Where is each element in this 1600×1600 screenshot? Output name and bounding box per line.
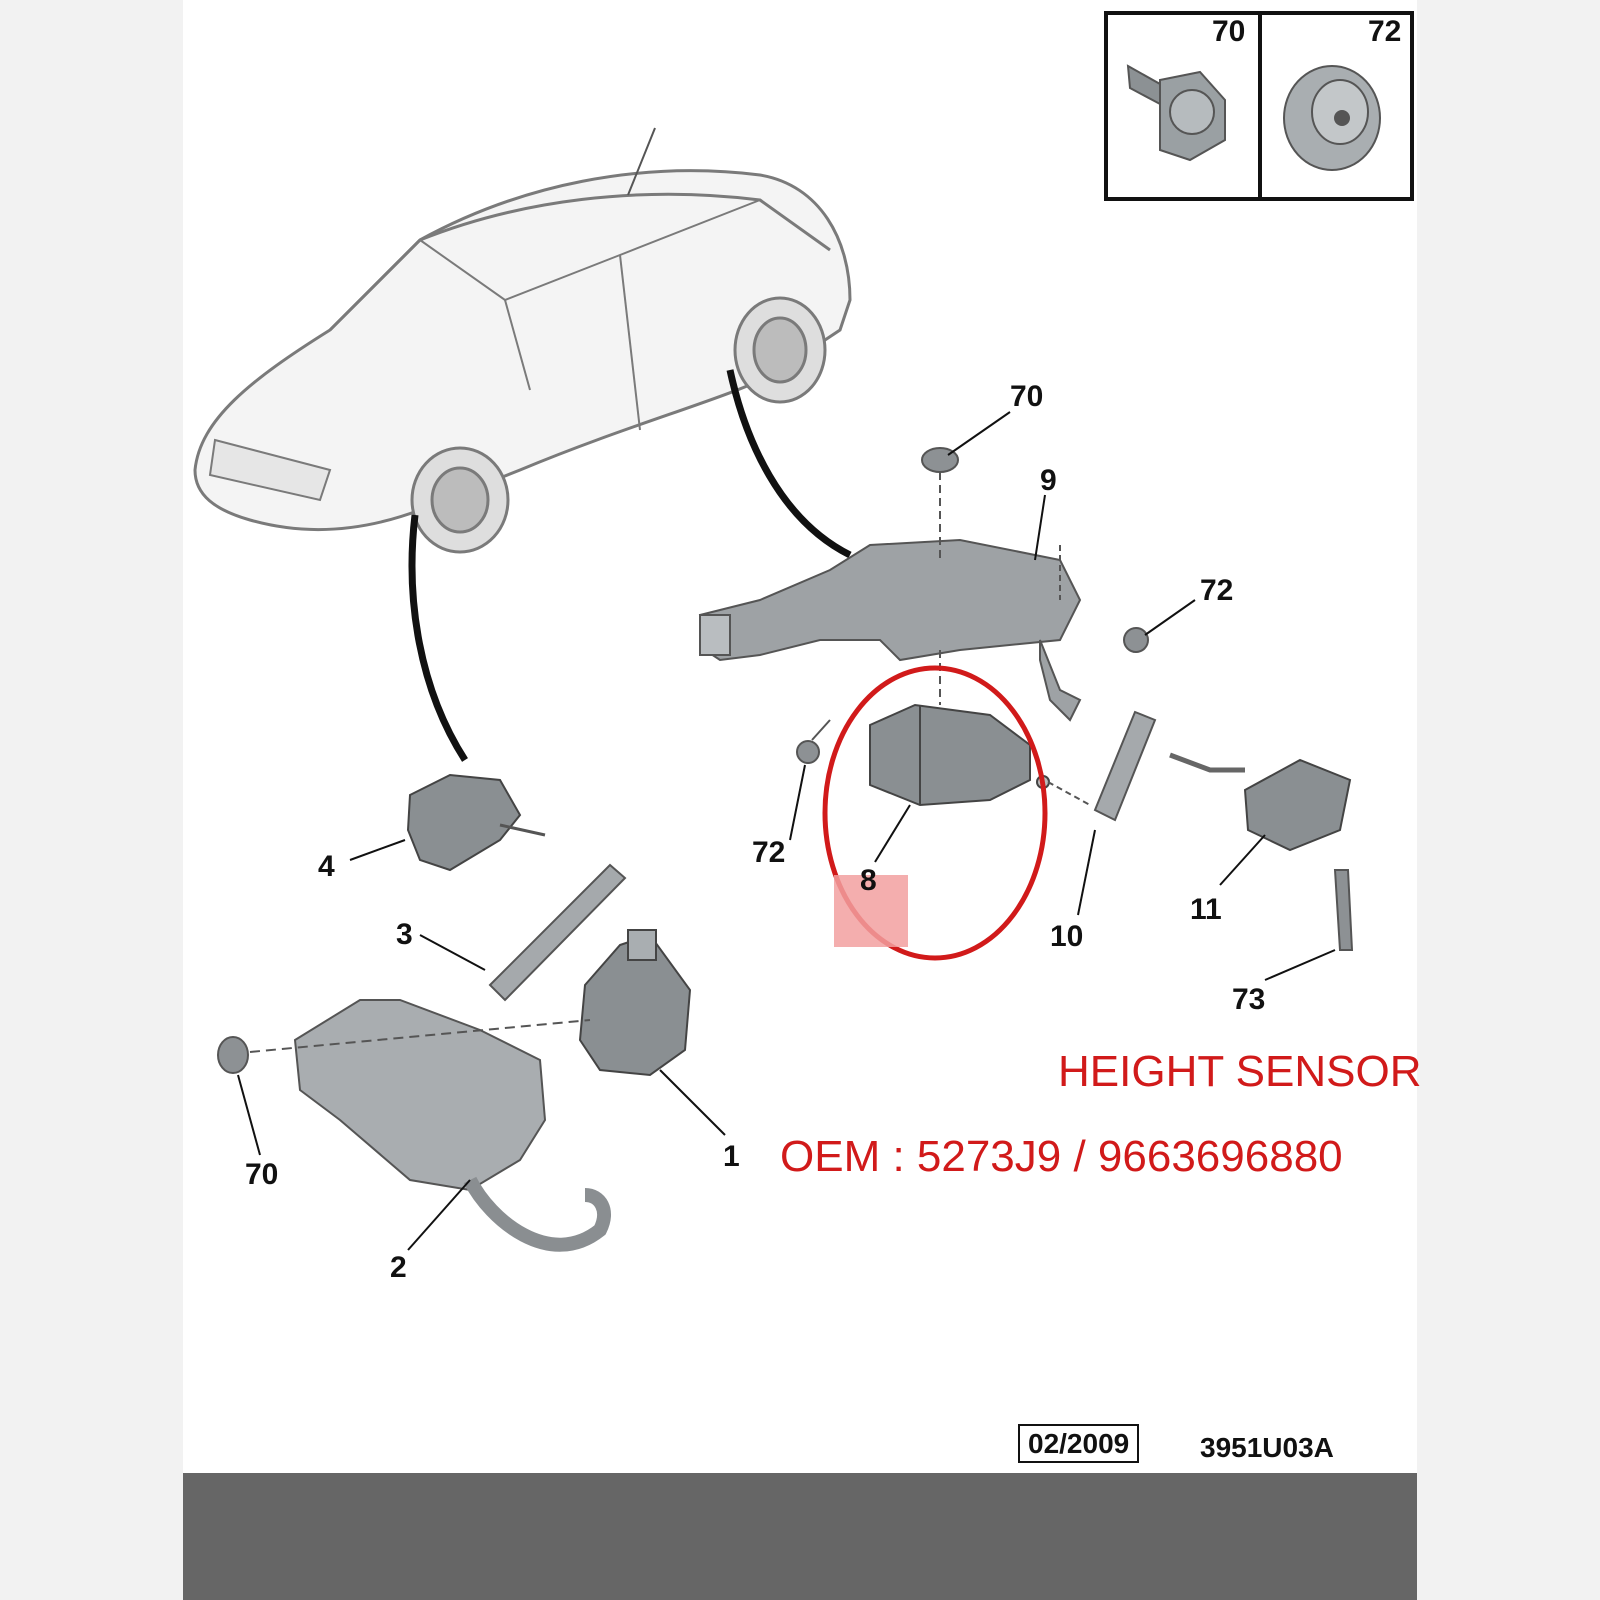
- callout-11: 11: [1190, 893, 1222, 926]
- leader-lines: [237, 411, 1336, 1251]
- rear-bracket: [698, 538, 1082, 722]
- front-nut-70: [217, 1036, 249, 1074]
- rear-height-sensor: [869, 703, 1050, 807]
- callout-3: 3: [396, 918, 413, 951]
- callout-8: 8: [860, 864, 877, 897]
- footer-date: 02/2009: [1018, 1424, 1140, 1463]
- footer-date-box: 02/2009: [1018, 1424, 1140, 1463]
- nut-72-icon: [1283, 65, 1381, 171]
- car-illustration: [193, 169, 852, 554]
- callout-10: 10: [1050, 920, 1084, 953]
- footer-bar: [183, 1473, 1417, 1600]
- callout-4: 4: [318, 850, 335, 883]
- callout-9: 9: [1040, 464, 1057, 497]
- callout-73: 73: [1232, 983, 1266, 1016]
- inset-label-72: 72: [1368, 15, 1402, 48]
- front-sensor-4: [406, 773, 546, 872]
- rear-nut-72-right: [1123, 627, 1149, 653]
- front-link-rod: [488, 863, 627, 1002]
- inset-label-70: 70: [1212, 15, 1246, 48]
- annotation-oem: OEM : 5273J9 / 9663696880: [780, 1132, 1343, 1181]
- front-connector-line: [408, 514, 468, 762]
- callout-70-rear: 70: [1010, 380, 1044, 413]
- callout-72-right: 72: [1200, 574, 1234, 607]
- rear-nut-72-left: [796, 740, 820, 764]
- callout-70-front: 70: [245, 1158, 279, 1191]
- antenna-line: [627, 127, 656, 196]
- callout-72-left: 72: [752, 836, 786, 869]
- highlight-ellipse: [822, 665, 1048, 961]
- front-bracket-2: [293, 999, 611, 1252]
- highlight-box: [834, 875, 908, 947]
- rear-sensor-11: [1169, 752, 1352, 852]
- front-actuator-1: [578, 929, 692, 1077]
- rear-link-rod: [1093, 710, 1157, 822]
- callout-1: 1: [723, 1140, 740, 1173]
- screw-70-icon: [1126, 64, 1226, 162]
- fastener-inset: [1104, 11, 1414, 201]
- footer-ref: 3951U03A: [1200, 1432, 1334, 1463]
- callout-2: 2: [390, 1251, 407, 1284]
- rear-connector-line: [726, 369, 852, 559]
- annotation-title: HEIGHT SENSOR: [1058, 1047, 1422, 1096]
- rear-bolt-73: [1333, 869, 1354, 951]
